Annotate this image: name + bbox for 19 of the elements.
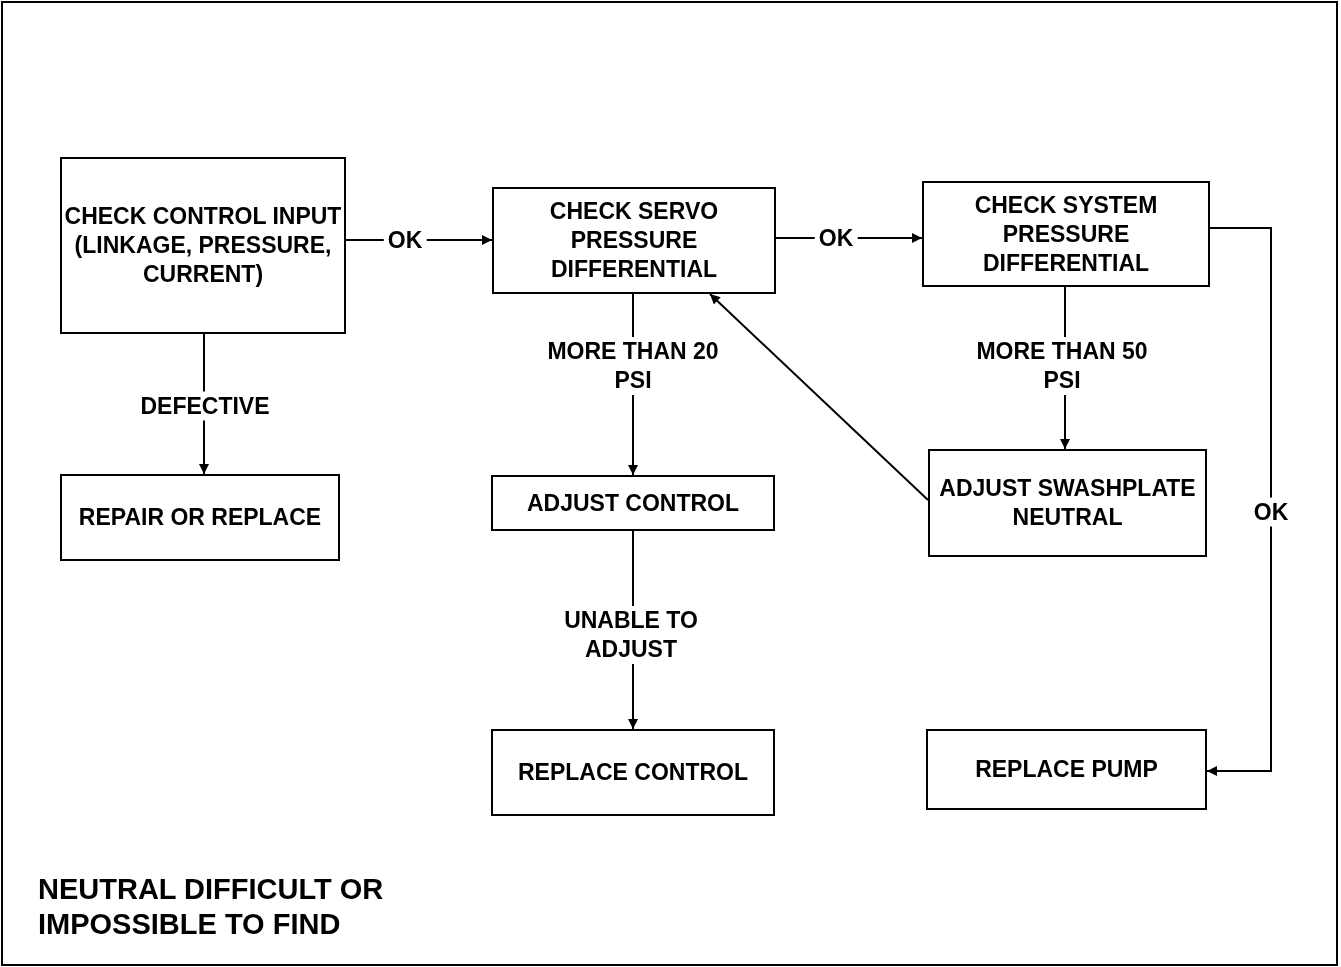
diagram-title: NEUTRAL DIFFICULT OR IMPOSSIBLE TO FIND <box>38 872 385 942</box>
process-box <box>60 157 346 334</box>
box-text: CHECK SYSTEM PRESSURE DIFFERENTIAL <box>973 190 1159 278</box>
box-text: REPLACE PUMP <box>975 755 1158 784</box>
box-text: REPLACE CONTROL <box>518 758 748 787</box>
box-text: ADJUST CONTROL <box>526 488 740 518</box>
box-text: CHECK SERVO PRESSURE DIFFERENTIAL <box>548 197 720 284</box>
process-box <box>60 474 340 561</box>
process-box <box>492 187 776 294</box>
process-box <box>926 729 1207 810</box>
arrow <box>1206 227 1272 776</box>
box-text: ADJUST SWASHPLATE NEUTRAL <box>938 474 1197 532</box>
box-text: CHECK CONTROL INPUT (LINKAGE, PRESSURE, CURRENT) <box>63 202 343 289</box>
arrow <box>709 293 929 501</box>
box-text: REPAIR OR REPLACE <box>78 503 322 532</box>
process-box <box>491 729 775 816</box>
process-box <box>491 475 775 531</box>
process-box <box>928 449 1207 557</box>
process-box <box>922 181 1210 287</box>
